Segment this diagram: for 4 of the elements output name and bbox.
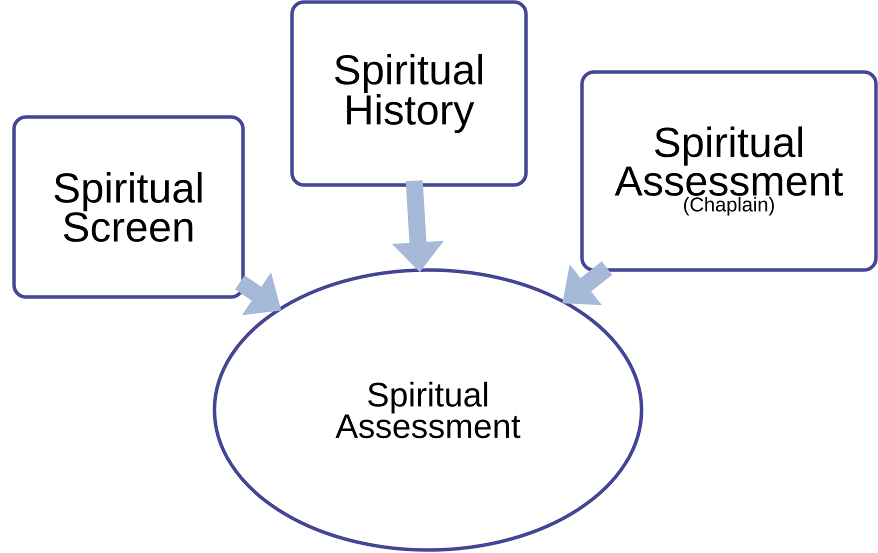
ellipse-node: Spiritual Assessment (212, 268, 644, 552)
rounded-box: Spiritual History (290, 0, 528, 187)
rounded-box: Spiritual Screen (12, 115, 245, 299)
rounded-box: Spiritual Assessment (Chaplain) (580, 70, 878, 272)
